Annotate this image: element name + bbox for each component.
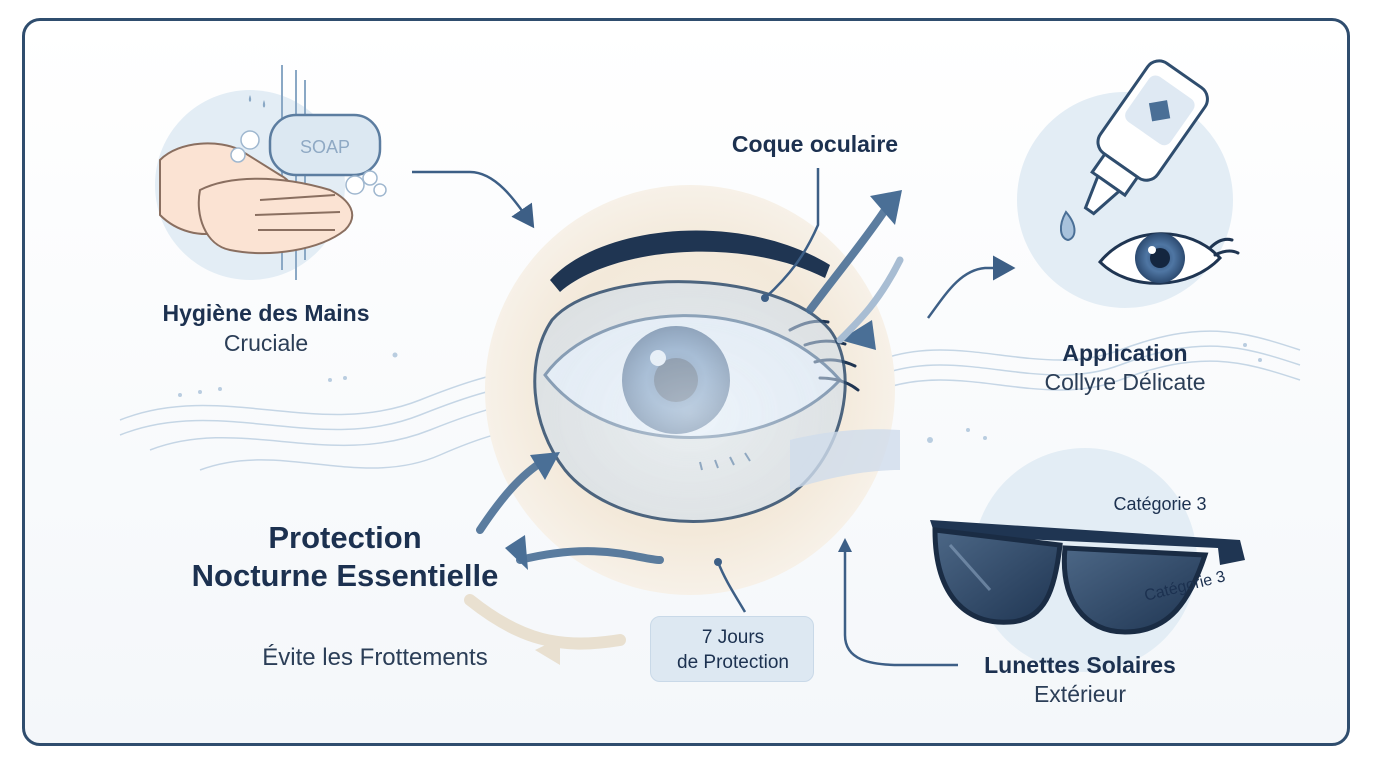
badge-dot (714, 558, 722, 566)
eye-drops-icon (1017, 59, 1240, 308)
arrow-faded (836, 256, 904, 344)
sunglasses-icon (930, 448, 1245, 672)
shield-strap (790, 429, 900, 490)
lower-lashes (699, 452, 751, 471)
connector-heads (838, 538, 852, 552)
dots (178, 343, 1262, 443)
coque-dot (761, 294, 769, 302)
badge-line1: 7 Jours (701, 627, 765, 648)
hygiene-title: Hygiène des Mains (162, 300, 370, 326)
arrow-heads (505, 190, 902, 570)
eye-shield (533, 280, 847, 523)
categorie-label-1: Catégorie 3 (1113, 494, 1207, 514)
application-title: Application (1062, 340, 1188, 366)
lunettes-subtitle: Extérieur (1033, 681, 1127, 707)
connectors (412, 168, 1016, 667)
eyebrow (550, 230, 830, 292)
hands-soap-icon: SOAP (155, 65, 387, 280)
coque-label: Coque oculaire (731, 131, 899, 157)
lunettes-title: Lunettes Solaires (984, 652, 1176, 678)
soap-label: SOAP (300, 137, 350, 157)
protection-title-line2: Nocturne Essentielle (191, 558, 499, 593)
evite-label: Évite les Frottements (262, 644, 488, 671)
faded-swoosh (464, 594, 626, 650)
hygiene-subtitle: Cruciale (223, 330, 309, 356)
badge-line2: de Protection (677, 652, 789, 673)
faded-swoosh-head (535, 638, 560, 665)
application-subtitle: Collyre Délicate (1044, 369, 1206, 395)
protection-title-line1: Protection (268, 520, 422, 555)
protection-duration-badge: 7 Jours de Protection (650, 616, 814, 682)
